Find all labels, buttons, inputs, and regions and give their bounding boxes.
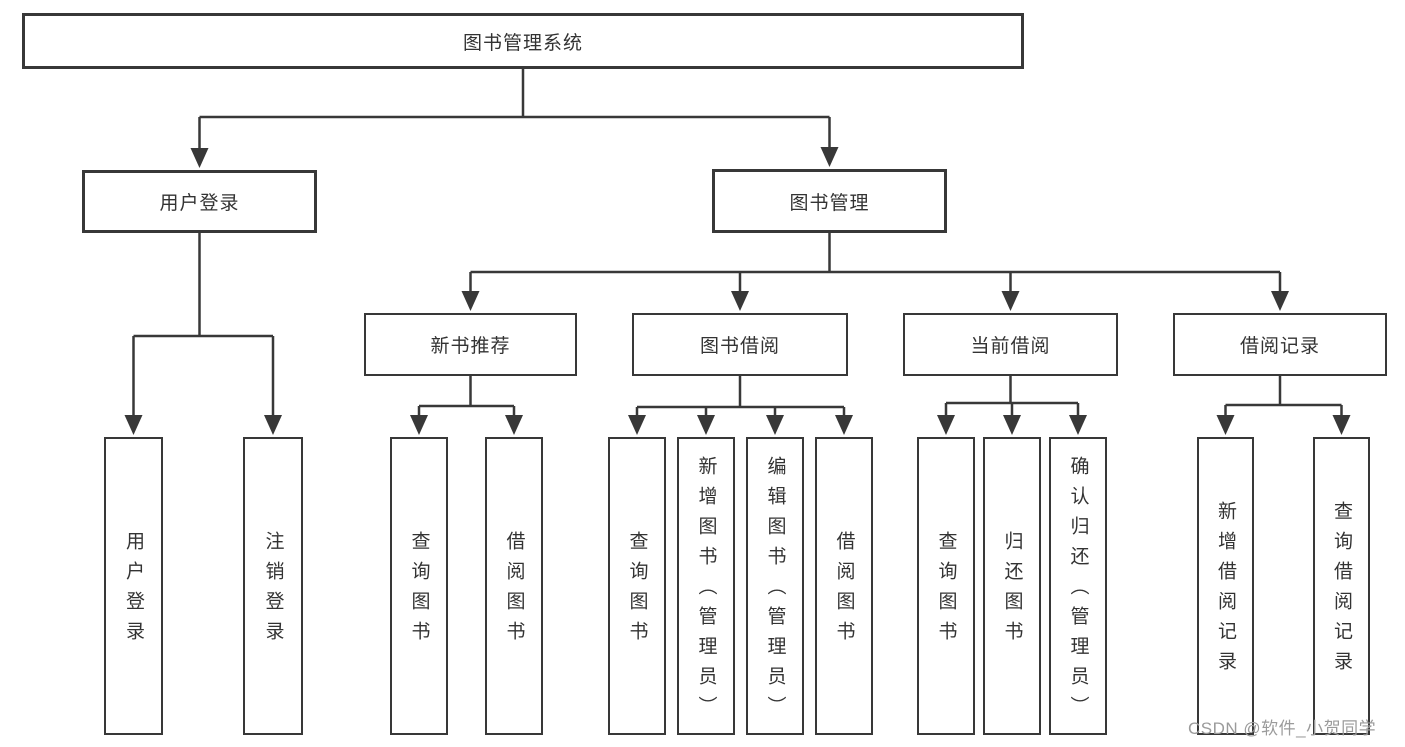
node-label-borrow-books-2: 借阅图书 [833, 531, 855, 651]
node-query-books-2: 查询图书 [608, 437, 666, 735]
edge-line [944, 376, 1080, 431]
node-label-borrow-books-1: 借阅图书 [503, 531, 525, 651]
node-current-borrow: 当前借阅 [903, 313, 1118, 376]
edge-from-new-book-recommend [410, 376, 523, 435]
node-book-borrow: 图书借阅 [632, 313, 848, 376]
node-label-root: 图书管理系统 [462, 32, 583, 54]
node-label-return-books: 归还图书 [1001, 531, 1023, 651]
edge-line [132, 233, 275, 431]
csdn-watermark: CSDN @软件_小贺同学 [1188, 719, 1377, 738]
node-return-books: 归还图书 [983, 437, 1041, 735]
node-edit-books: 编辑图书（管理员） [746, 437, 804, 735]
node-borrow-records: 借阅记录 [1173, 313, 1387, 376]
edge-line [635, 376, 846, 431]
node-label-query-books-3: 查询图书 [935, 531, 957, 651]
edge-from-user-login [124, 233, 282, 435]
node-borrow-books-1: 借阅图书 [485, 437, 543, 735]
node-label-edit-books: 编辑图书（管理员） [764, 456, 786, 726]
node-label-user-login-action: 用户登录 [123, 531, 144, 651]
node-user-login-action: 用户登录 [104, 437, 163, 735]
node-label-add-borrow-record: 新增借阅记录 [1215, 501, 1236, 681]
edge-from-book-borrow [628, 376, 853, 435]
node-label-current-borrow: 当前借阅 [970, 336, 1051, 357]
node-label-query-books-2: 查询图书 [626, 531, 648, 651]
node-label-query-books-1: 查询图书 [408, 531, 430, 651]
node-label-logout: 注销登录 [262, 531, 284, 651]
node-label-borrow-records: 借阅记录 [1239, 336, 1320, 357]
node-user-login: 用户登录 [82, 170, 317, 233]
edge-line [469, 233, 1282, 307]
node-label-book-management: 图书管理 [789, 192, 870, 214]
node-logout: 注销登录 [243, 437, 303, 735]
node-confirm-return: 确认归还（管理员） [1049, 437, 1107, 735]
node-label-book-borrow: 图书借阅 [699, 336, 780, 357]
edge-from-borrow-records [1216, 376, 1351, 435]
edge-line [1224, 376, 1343, 431]
edge-from-book-management [461, 233, 1289, 311]
node-label-user-login: 用户登录 [159, 193, 240, 214]
node-label-confirm-return: 确认归还（管理员） [1067, 456, 1089, 726]
edge-from-root [190, 69, 839, 168]
node-borrow-books-2: 借阅图书 [815, 437, 873, 735]
node-book-management: 图书管理 [712, 169, 947, 233]
node-add-books: 新增图书（管理员） [677, 437, 735, 735]
node-query-books-3: 查询图书 [917, 437, 975, 735]
node-new-book-recommend: 新书推荐 [364, 313, 577, 376]
node-label-add-books: 新增图书（管理员） [695, 456, 717, 726]
node-query-borrow-record: 查询借阅记录 [1313, 437, 1370, 735]
node-add-borrow-record: 新增借阅记录 [1197, 437, 1254, 735]
node-label-query-borrow-record: 查询借阅记录 [1331, 501, 1352, 681]
edge-from-current-borrow [937, 376, 1087, 435]
edge-line [417, 376, 516, 431]
node-label-new-book-recommend: 新书推荐 [430, 336, 511, 357]
node-root: 图书管理系统 [22, 13, 1024, 69]
edge-line [198, 69, 831, 164]
node-query-books-1: 查询图书 [390, 437, 448, 735]
